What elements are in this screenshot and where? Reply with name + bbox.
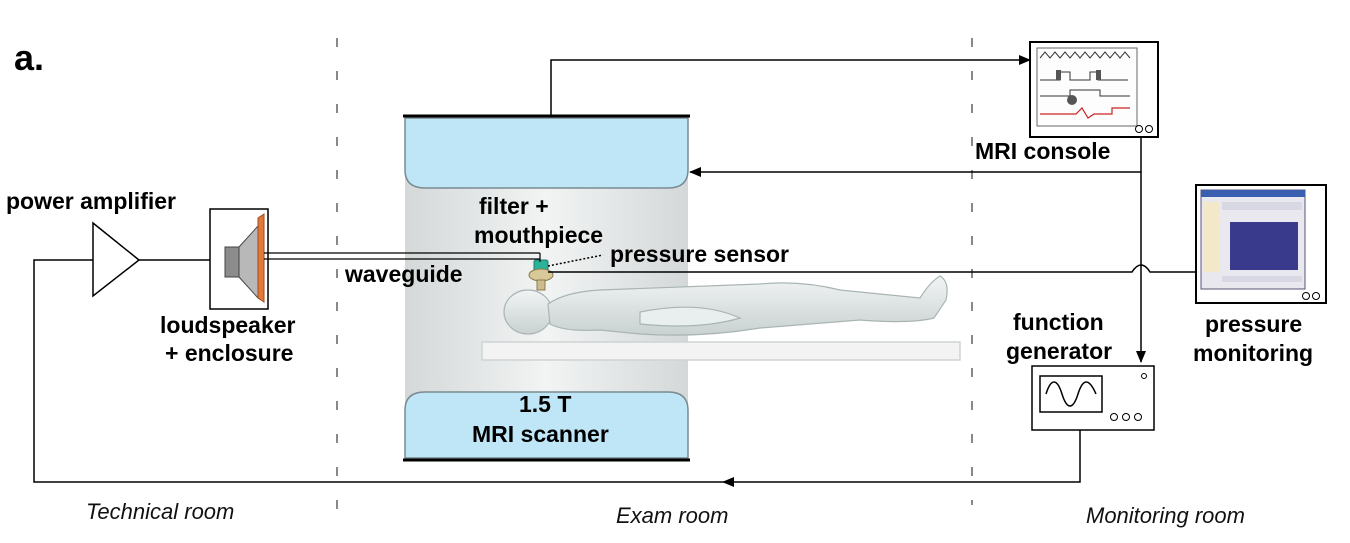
- label-generator: generator: [1006, 338, 1112, 364]
- panel-label: a.: [14, 37, 44, 78]
- label-mri-console: MRI console: [975, 138, 1110, 164]
- room-label-exam: Exam room: [616, 503, 728, 528]
- filter-mouthpiece: [528, 259, 554, 291]
- label-waveguide: waveguide: [344, 261, 463, 287]
- pressure-monitoring-monitor: [1195, 184, 1327, 304]
- room-label-monitoring: Monitoring room: [1086, 503, 1245, 528]
- mri-scanner: [403, 114, 690, 462]
- patient-body: [503, 275, 948, 336]
- function-generator-device: [1031, 365, 1155, 431]
- label-power-amplifier: power amplifier: [6, 188, 176, 214]
- mri-console-monitor: [1029, 41, 1159, 138]
- connections: [33, 55, 1196, 487]
- label-monitoring: monitoring: [1193, 340, 1313, 366]
- label-scanner: MRI scanner: [472, 421, 609, 447]
- label-pressure-sensor: pressure sensor: [610, 241, 789, 267]
- label-mouthpiece: mouthpiece: [474, 222, 603, 248]
- label-scanner-field: 1.5 T: [519, 391, 571, 417]
- label-function: function: [1013, 309, 1104, 335]
- label-enclosure: + enclosure: [165, 340, 293, 366]
- waveguide-tube: [264, 252, 541, 262]
- room-label-technical: Technical room: [86, 499, 234, 524]
- label-pressure: pressure: [1205, 311, 1302, 337]
- label-filter: filter +: [479, 193, 549, 219]
- patient-table: [481, 341, 961, 361]
- label-loudspeaker: loudspeaker: [160, 312, 296, 338]
- power-amplifier-symbol: [92, 221, 141, 298]
- loudspeaker-enclosure: [209, 208, 269, 310]
